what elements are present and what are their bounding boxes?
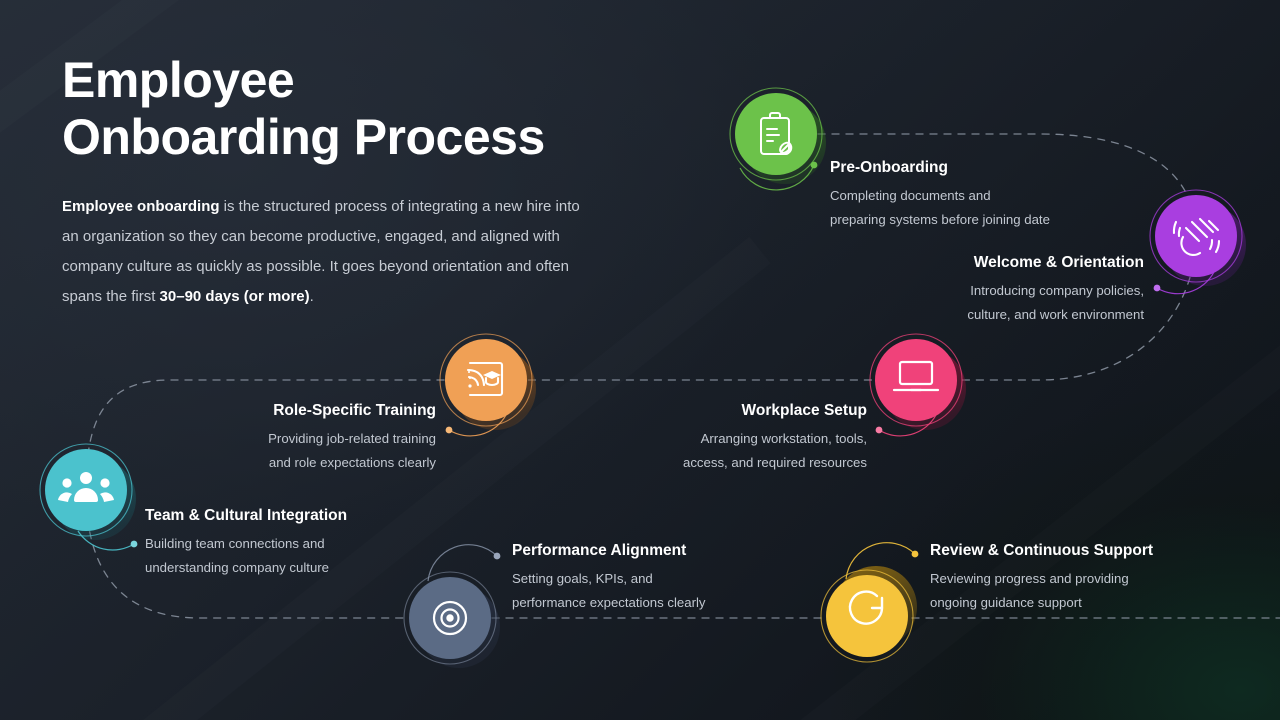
target-bullseye-icon [432, 600, 468, 636]
step-desc-line-1: Introducing company policies, [970, 282, 1144, 298]
node-disc [1155, 195, 1237, 277]
node-orbit-arc [448, 414, 507, 437]
step-title: Role-Specific Training [273, 402, 436, 419]
node-role-specific-training[interactable] [439, 333, 536, 437]
step-desc-line-2: performance expectations clearly [512, 594, 706, 610]
node-orbit-arc [427, 544, 498, 582]
title-line-2: Onboarding Process [62, 109, 545, 165]
node-orbit-arc [878, 414, 937, 437]
node-orbit-dot [445, 426, 453, 434]
step-description: Building team connections and understand… [145, 532, 347, 580]
node-pre-onboarding[interactable] [729, 87, 826, 191]
node-orbit-arc [1156, 271, 1215, 295]
training-screen-icon [466, 361, 504, 397]
step-label-performance-alignment: Performance Alignment Setting goals, KPI… [512, 541, 706, 615]
step-node-hit-team-cultural-integration[interactable] [45, 449, 127, 531]
step-title: Team & Cultural Integration [145, 507, 348, 524]
step-label-welcome-orientation: Welcome & Orientation Introducing compan… [844, 253, 1144, 327]
node-disc [875, 339, 957, 421]
people-group-icon [58, 472, 114, 502]
step-title: Review & Continuous Support [930, 542, 1154, 559]
step-desc-line-2: and role expectations clearly [268, 454, 436, 470]
refresh-rotate-icon [848, 590, 884, 625]
step-title: Welcome & Orientation [973, 254, 1144, 271]
step-label-review-continuous-support: Review & Continuous Support Reviewing pr… [930, 541, 1153, 615]
node-performance-alignment[interactable] [403, 544, 501, 668]
step-node-hit-workplace-setup[interactable] [875, 339, 957, 421]
laptop-icon [892, 360, 940, 392]
waving-hand-icon [1172, 217, 1221, 256]
step-title: Performance Alignment [512, 542, 687, 559]
node-ring [1149, 189, 1243, 283]
step-desc-line-2: ongoing guidance support [930, 594, 1082, 610]
step-description: Setting goals, KPIs, and performance exp… [512, 567, 706, 615]
step-description: Arranging workstation, tools, access, an… [567, 427, 867, 475]
node-orbit-dot [875, 426, 883, 434]
headline-block: Employee Onboarding Process Employee onb… [62, 52, 662, 312]
step-node-hit-review-continuous-support[interactable] [826, 575, 908, 657]
node-ring [869, 333, 963, 427]
step-desc-line-1: Setting goals, KPIs, and [512, 570, 653, 586]
step-description: Introducing company policies, culture, a… [844, 279, 1144, 327]
step-desc-line-1: Completing documents and [830, 187, 991, 203]
node-ring [729, 87, 823, 181]
step-desc-line-2: understanding company culture [145, 559, 330, 575]
step-node-hit-role-specific-training[interactable] [445, 339, 527, 421]
step-desc-line-1: Providing job-related training [268, 430, 436, 446]
node-ring [39, 443, 133, 537]
step-desc-line-2: access, and required resources [683, 454, 867, 470]
step-label-workplace-setup: Workplace Setup Arranging workstation, t… [567, 401, 867, 475]
intro-paragraph: Employee onboarding is the structured pr… [62, 192, 582, 312]
page-title: Employee Onboarding Process [62, 52, 662, 166]
step-node-hit-performance-alignment[interactable] [409, 577, 491, 659]
intro-body-1: is the structured process of integrating… [62, 198, 580, 305]
step-title: Workplace Setup [741, 402, 867, 419]
step-title: Pre-Onboarding [830, 159, 948, 176]
step-description: Reviewing progress and providing ongoing… [930, 567, 1153, 615]
step-description: Providing job-related training and role … [136, 427, 436, 475]
step-node-hit-welcome-orientation[interactable] [1155, 195, 1237, 277]
node-welcome-orientation[interactable] [1149, 189, 1246, 295]
node-orbit-arc [739, 164, 815, 191]
node-ring [403, 571, 497, 665]
node-orbit-dot [1153, 284, 1161, 292]
step-label-role-specific-training: Role-Specific Training Providing job-rel… [136, 401, 436, 475]
node-ring [820, 569, 914, 663]
node-orbit-dot [493, 552, 501, 560]
step-desc-line-1: Reviewing progress and providing [930, 570, 1129, 586]
step-node-hit-pre-onboarding[interactable] [735, 93, 817, 175]
node-orbit-dot [810, 161, 818, 169]
node-disc [826, 575, 908, 657]
node-orbit-arc [845, 542, 916, 580]
clipboard-pen-icon [760, 112, 793, 155]
title-line-1: Employee [62, 52, 295, 108]
node-orbit-dot [911, 550, 919, 558]
step-desc-line-1: Building team connections and [145, 535, 325, 551]
node-orbit-arc [77, 530, 135, 551]
node-orbit-dot [130, 540, 138, 548]
step-desc-line-2: preparing systems before joining date [830, 211, 1050, 227]
intro-lead-bold: Employee onboarding [62, 198, 220, 215]
node-ring [439, 333, 533, 427]
node-workplace-setup[interactable] [869, 333, 966, 437]
step-desc-line-2: culture, and work environment [967, 306, 1144, 322]
step-desc-line-1: Arranging workstation, tools, [700, 430, 867, 446]
node-team-cultural-integration[interactable] [39, 443, 138, 551]
intro-body-2: . [309, 288, 314, 305]
node-review-continuous-support[interactable] [820, 542, 919, 663]
step-label-pre-onboarding: Pre-Onboarding Completing documents and … [830, 158, 1050, 232]
intro-duration-bold: 30–90 days (or more) [159, 288, 310, 305]
step-label-team-cultural-integration: Team & Cultural Integration Building tea… [145, 506, 347, 580]
step-description: Completing documents and preparing syste… [830, 184, 1050, 232]
